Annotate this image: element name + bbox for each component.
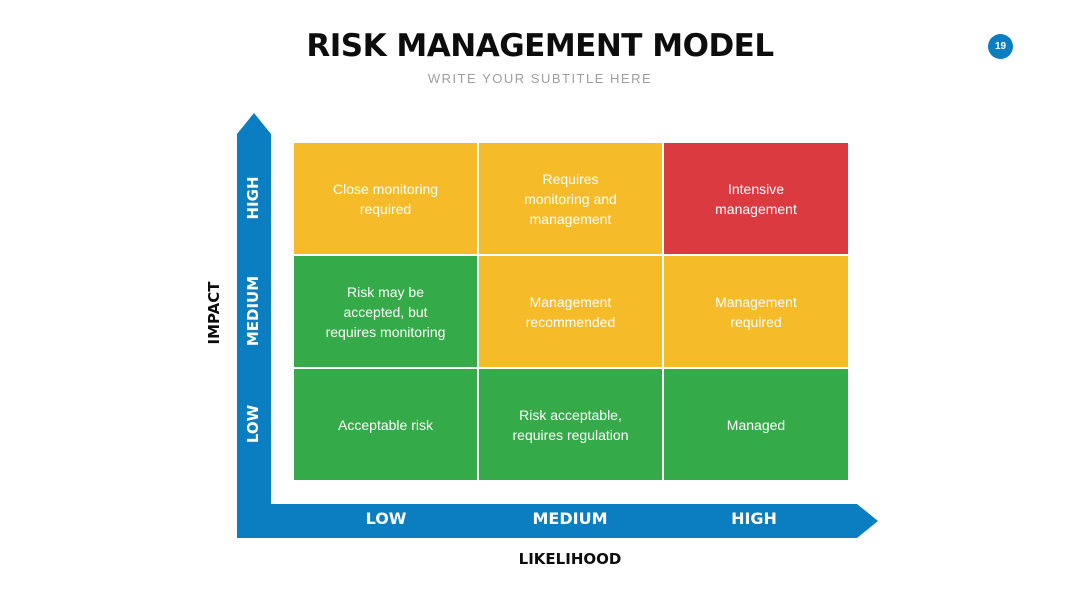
page-title: RISK MANAGEMENT MODEL (306, 28, 774, 64)
cell-medium-low: Risk may be accepted, but requires monit… (294, 256, 477, 367)
cell-low-low: Acceptable risk (294, 369, 477, 480)
risk-matrix: Close monitoring required Requires monit… (294, 143, 848, 480)
x-tick-high: HIGH (731, 509, 777, 528)
page-number-badge: 19 (988, 34, 1013, 59)
cell-high-medium: Requires monitoring and management (479, 143, 662, 254)
x-tick-medium: MEDIUM (532, 509, 608, 528)
cell-medium-high: Management required (664, 256, 848, 367)
cell-medium-medium: Management recommended (479, 256, 662, 367)
cell-high-low: Close monitoring required (294, 143, 477, 254)
y-axis-arrow (237, 113, 271, 538)
cell-high-high: Intensive management (664, 143, 848, 254)
cell-low-high: Managed (664, 369, 848, 480)
cell-low-medium: Risk acceptable, requires regulation (479, 369, 662, 480)
x-tick-low: LOW (365, 509, 407, 528)
x-axis-arrow (237, 504, 878, 538)
x-axis-title: LIKELIHOOD (518, 550, 622, 568)
page-subtitle: WRITE YOUR SUBTITLE HERE (427, 71, 653, 86)
